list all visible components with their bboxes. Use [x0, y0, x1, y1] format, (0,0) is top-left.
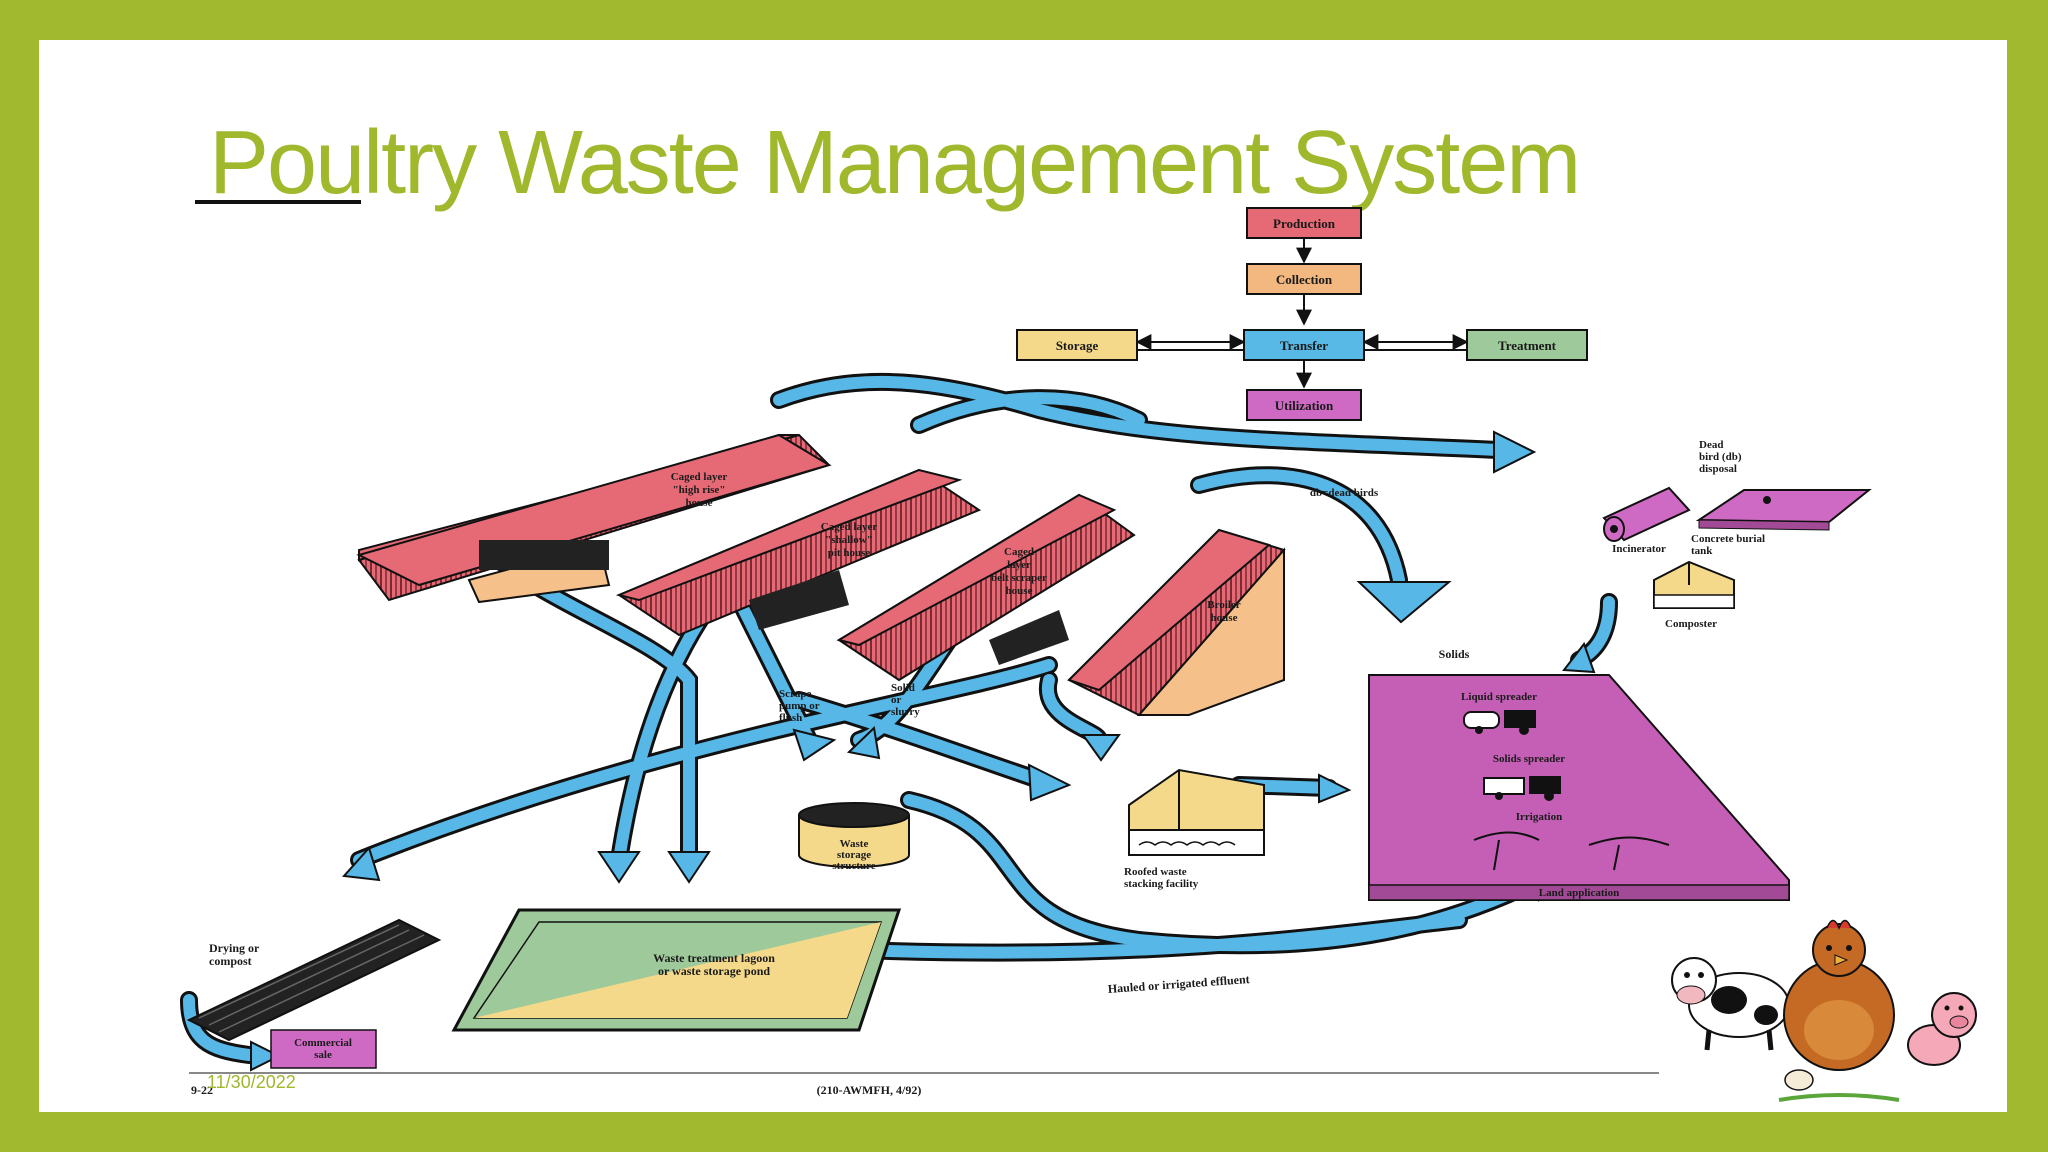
- high-rise-label-3: house: [686, 497, 713, 509]
- solids-label: Solids: [1439, 647, 1470, 661]
- storage-box: Storage: [1016, 329, 1138, 361]
- shallow-pit-label-2: "shallow": [825, 534, 873, 546]
- transfer-box: Transfer: [1243, 329, 1365, 361]
- lagoon-label-1: Waste treatment lagoon: [653, 951, 775, 965]
- belt-scraper-label-1: Caged: [1004, 546, 1034, 558]
- solid-slurry-label-2: or: [891, 694, 902, 706]
- transfer-label: Transfer: [1280, 338, 1328, 353]
- roofed-waste-label-2: stacking facility: [1124, 878, 1199, 890]
- collection-label: Collection: [1276, 272, 1333, 287]
- waste-lagoon: Waste treatment lagoon or waste storage …: [451, 908, 902, 1032]
- page-title: Poultry Waste Management System: [209, 113, 1581, 213]
- treatment-box: Treatment: [1466, 329, 1588, 361]
- burial-tank-label-2: tank: [1691, 545, 1713, 557]
- dead-bird-label-1: Dead: [1699, 439, 1723, 451]
- broiler-label-1: Broiler: [1207, 599, 1241, 611]
- liquid-spreader-icon: [1463, 710, 1536, 735]
- flow-chart: Production Collection Transfer Storage T…: [1016, 207, 1588, 421]
- production-label: Production: [1273, 216, 1336, 231]
- scrape-pump-label-2: pump or: [779, 700, 820, 712]
- belt-scraper-label-3: belt scraper: [991, 572, 1047, 584]
- title-underline: [195, 200, 361, 204]
- drying-label-1: Drying or: [209, 941, 260, 955]
- slide-date: 11/30/2022: [207, 1072, 296, 1092]
- incinerator: [1602, 486, 1691, 542]
- effluent-label: Hauled or irrigated effluent: [1107, 972, 1250, 996]
- composter-label: Composter: [1665, 618, 1717, 630]
- commercial-sale: Commercial sale: [270, 1029, 377, 1069]
- dead-bird-label-2: bird (db): [1699, 451, 1742, 463]
- dead-bird-disposal: Dead bird (db) disposal Incinerator Conc…: [1602, 439, 1872, 630]
- irrigation-icon: [1473, 831, 1670, 871]
- high-rise-label-1: Caged layer: [671, 471, 728, 483]
- shallow-pit-label-3: pit house: [828, 547, 871, 559]
- liquid-spreader-label: Liquid spreader: [1461, 691, 1537, 703]
- roofed-waste-label-1: Roofed waste: [1124, 866, 1187, 878]
- treatment-label: Treatment: [1498, 338, 1557, 353]
- incinerator-label: Incinerator: [1612, 543, 1666, 555]
- irrigation-label: Irrigation: [1516, 811, 1562, 823]
- dead-bird-label-3: disposal: [1699, 463, 1737, 475]
- utilization-label: Utilization: [1275, 398, 1334, 413]
- waste-storage-structure: Waste storage structure: [798, 802, 910, 872]
- commercial-sale-label-2: sale: [314, 1049, 332, 1061]
- commercial-sale-label-1: Commercial: [294, 1037, 352, 1049]
- storage-label: Storage: [1056, 338, 1099, 353]
- utilization-box: Utilization: [1246, 389, 1362, 421]
- drying-compost: Drying or compost: [186, 918, 442, 1042]
- solids-spreader-icon: [1483, 776, 1561, 801]
- belt-scraper-house: Caged layer belt scraper house: [836, 493, 1136, 682]
- shallow-pit-label-1: Caged layer: [821, 521, 878, 533]
- hen-icon: [1778, 919, 1900, 1102]
- production-box: Production: [1246, 207, 1362, 239]
- land-application-label: Land application: [1539, 887, 1619, 899]
- high-rise-label-2: "high rise": [673, 484, 726, 496]
- slide: Poultry Waste Management System: [39, 40, 2007, 1112]
- broiler-label-2: house: [1211, 612, 1238, 624]
- waste-storage-label-2: storage: [837, 849, 871, 861]
- solid-slurry-label-1: Solid: [891, 682, 915, 694]
- waste-storage-label-3: structure: [832, 860, 875, 872]
- page-ref-label: 9-22: [191, 1083, 213, 1097]
- source-ref-label: (210-AWMFH, 4/92): [817, 1083, 922, 1097]
- composter: [1653, 560, 1735, 609]
- scrape-pump-label-3: flush: [779, 712, 802, 724]
- shallow-pit-house: Caged layer "shallow" pit house: [615, 468, 982, 637]
- farm-animals-illustration: [1671, 919, 1977, 1102]
- cow-icon: [1671, 957, 1790, 1051]
- collection-box: Collection: [1246, 263, 1362, 295]
- broiler-house: Broiler house: [1067, 528, 1286, 717]
- waste-management-diagram: Production Collection Transfer Storage T…: [180, 207, 1977, 1102]
- roofed-waste-facility: Roofed waste stacking facility: [1124, 768, 1265, 890]
- lagoon-label-2: or waste storage pond: [658, 964, 770, 978]
- waste-storage-label-1: Waste: [840, 838, 869, 850]
- scrape-pump-label-1: Scrape: [779, 688, 812, 700]
- db-dead-birds-label: db=dead birds: [1310, 487, 1379, 499]
- solid-slurry-label-3: slurry: [891, 706, 920, 718]
- land-application: Liquid spreader Solids spreader Irrigati…: [1368, 674, 1790, 901]
- drying-label-2: compost: [209, 954, 252, 968]
- flow-connectors: [1135, 238, 1469, 389]
- burial-tank-label-1: Concrete burial: [1691, 533, 1765, 545]
- high-rise-house: Caged layer "high rise" house: [356, 433, 832, 604]
- belt-scraper-label-2: layer: [1007, 559, 1031, 571]
- belt-scraper-label-4: house: [1006, 585, 1033, 597]
- concrete-burial-tank: [1695, 489, 1872, 531]
- solids-spreader-label: Solids spreader: [1493, 753, 1565, 765]
- pig-icon: [1907, 992, 1977, 1066]
